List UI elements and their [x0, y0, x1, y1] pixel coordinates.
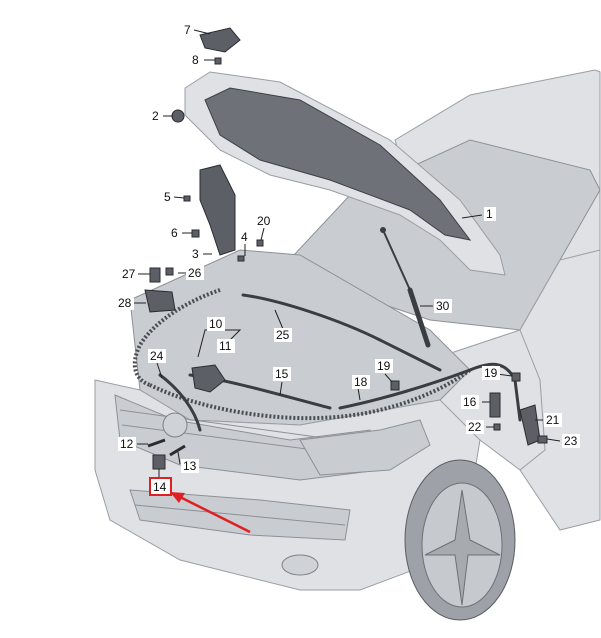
svg-text:3: 3	[192, 247, 199, 261]
svg-text:7: 7	[184, 23, 191, 37]
label-21[interactable]: 21	[544, 413, 562, 427]
label-27[interactable]: 27	[120, 267, 138, 281]
svg-text:14: 14	[153, 480, 167, 494]
svg-text:22: 22	[468, 420, 482, 434]
label-10[interactable]: 10	[207, 317, 225, 331]
label-4[interactable]: 4	[239, 230, 251, 244]
label-7[interactable]: 7	[182, 23, 194, 37]
hood-panel	[184, 71, 506, 276]
svg-text:13: 13	[183, 459, 197, 473]
svg-text:11: 11	[219, 339, 232, 353]
svg-text:24: 24	[150, 349, 164, 363]
label-20[interactable]: 20	[255, 214, 273, 228]
label-2[interactable]: 2	[150, 109, 162, 123]
gas-strut	[380, 227, 431, 348]
label-6[interactable]: 6	[169, 226, 181, 240]
svg-text:27: 27	[122, 267, 136, 281]
vehicle-illustration	[94, 69, 601, 621]
svg-text:16: 16	[463, 395, 477, 409]
label-13[interactable]: 13	[181, 459, 199, 473]
label-25[interactable]: 25	[274, 328, 292, 342]
svg-text:26: 26	[188, 266, 202, 280]
svg-text:18: 18	[354, 375, 368, 389]
label-30[interactable]: 30	[434, 299, 452, 313]
svg-text:4: 4	[241, 230, 248, 244]
svg-text:19: 19	[377, 359, 391, 373]
svg-text:8: 8	[192, 53, 199, 67]
small-parts	[144, 27, 548, 470]
svg-text:6: 6	[171, 226, 178, 240]
label-28[interactable]: 28	[116, 296, 134, 310]
label-26[interactable]: 26	[186, 266, 204, 280]
label-16[interactable]: 16	[461, 395, 479, 409]
label-24[interactable]: 24	[148, 349, 166, 363]
label-5[interactable]: 5	[162, 190, 174, 204]
svg-text:5: 5	[164, 190, 171, 204]
part-labels: 7 8 2 5 6 3 4 20 27 26 28 10 11 25 24 15…	[116, 23, 580, 496]
highlight-arrow	[170, 492, 251, 534]
label-1[interactable]: 1	[484, 207, 496, 221]
label-12[interactable]: 12	[118, 437, 136, 451]
svg-text:28: 28	[118, 296, 132, 310]
svg-text:30: 30	[436, 299, 450, 313]
svg-text:10: 10	[209, 317, 223, 331]
label-8[interactable]: 8	[190, 53, 202, 67]
label-3[interactable]: 3	[190, 247, 202, 261]
svg-text:2: 2	[152, 109, 159, 123]
label-19-right[interactable]: 19	[482, 366, 500, 380]
label-18[interactable]: 18	[352, 375, 370, 389]
svg-text:21: 21	[546, 413, 560, 427]
label-14-highlighted[interactable]: 14	[149, 477, 172, 496]
label-11[interactable]: 11	[217, 339, 235, 353]
svg-text:1: 1	[486, 207, 493, 221]
label-19-left[interactable]: 19	[375, 359, 393, 373]
label-22[interactable]: 22	[466, 420, 484, 434]
svg-text:20: 20	[257, 214, 271, 228]
svg-text:19: 19	[484, 366, 498, 380]
label-15[interactable]: 15	[273, 367, 291, 381]
svg-text:12: 12	[120, 437, 134, 451]
svg-text:15: 15	[275, 367, 289, 381]
svg-text:25: 25	[276, 328, 290, 342]
label-23[interactable]: 23	[562, 434, 580, 448]
svg-text:23: 23	[564, 434, 578, 448]
